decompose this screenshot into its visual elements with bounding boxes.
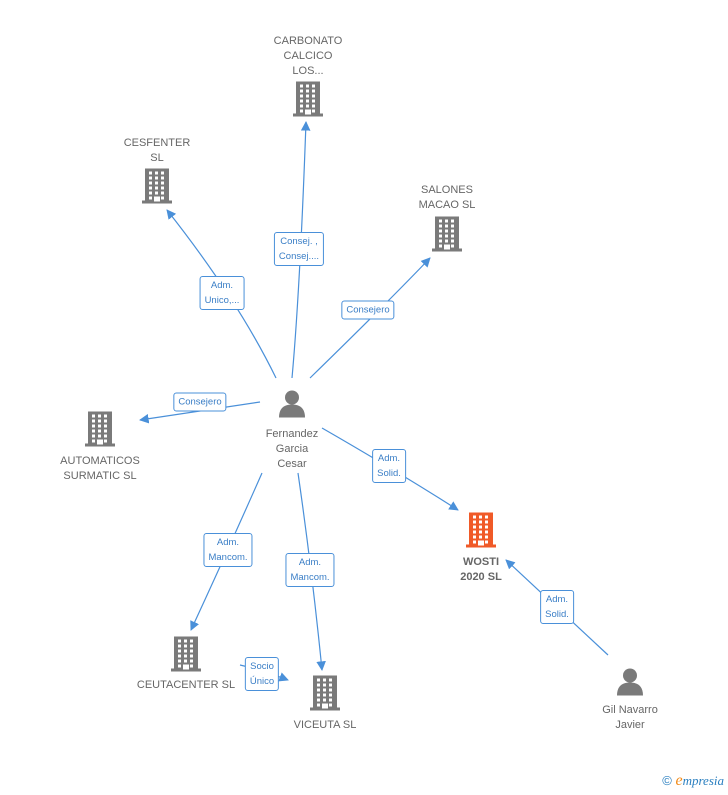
node-label-viceuta[interactable]: VICEUTA SL	[293, 719, 357, 731]
person-icon[interactable]	[277, 389, 307, 424]
edge-label-ceutacenter-viceuta[interactable]: Socio Único	[244, 657, 280, 691]
node-label-automaticos[interactable]: AUTOMATICOS SURMATIC SL	[60, 455, 140, 482]
building-icon[interactable]	[171, 636, 201, 677]
edge-label-gilnavarro-wosti[interactable]: Adm. Solid.	[540, 590, 574, 624]
empresia-logo-text: mpresia	[682, 773, 724, 788]
node-label-salones[interactable]: SALONES MACAO SL	[418, 184, 476, 211]
person-icon[interactable]	[615, 667, 645, 702]
node-label-ceutacenter[interactable]: CEUTACENTER SL	[136, 679, 236, 691]
building-icon[interactable]	[293, 81, 323, 122]
node-label-cesfenter[interactable]: CESFENTER SL	[123, 137, 191, 164]
empresia-logo-initial: e	[675, 772, 683, 789]
building-icon[interactable]	[466, 512, 496, 553]
building-icon[interactable]	[432, 216, 462, 257]
edge-label-fernandez-ceutacenter[interactable]: Adm. Mancom.	[203, 533, 253, 567]
edge-label-fernandez-carbonato[interactable]: Consej. , Consej....	[273, 232, 325, 266]
edge-label-fernandez-salones[interactable]: Consejero	[341, 300, 395, 320]
node-label-carbonato[interactable]: CARBONATO CALCICO LOS...	[273, 35, 343, 77]
building-icon[interactable]	[85, 411, 115, 452]
node-label-wosti[interactable]: WOSTI 2020 SL	[460, 556, 502, 583]
copyright-brand[interactable]: © empresia	[662, 772, 724, 790]
copyright-icon: ©	[662, 773, 672, 788]
building-icon[interactable]	[142, 168, 172, 209]
edge-fernandez-carbonato	[291, 121, 311, 379]
edge-label-fernandez-cesfenter[interactable]: Adm. Unico,...	[199, 276, 245, 310]
node-label-fernandez[interactable]: Fernandez Garcia Cesar	[265, 428, 319, 470]
edge-label-fernandez-viceuta[interactable]: Adm. Mancom.	[285, 553, 335, 587]
edge-label-fernandez-automaticos[interactable]: Consejero	[173, 392, 227, 412]
node-label-gilnavarro[interactable]: Gil Navarro Javier	[602, 704, 658, 731]
building-icon[interactable]	[310, 675, 340, 716]
edge-label-fernandez-wosti[interactable]: Adm. Solid.	[372, 449, 406, 483]
